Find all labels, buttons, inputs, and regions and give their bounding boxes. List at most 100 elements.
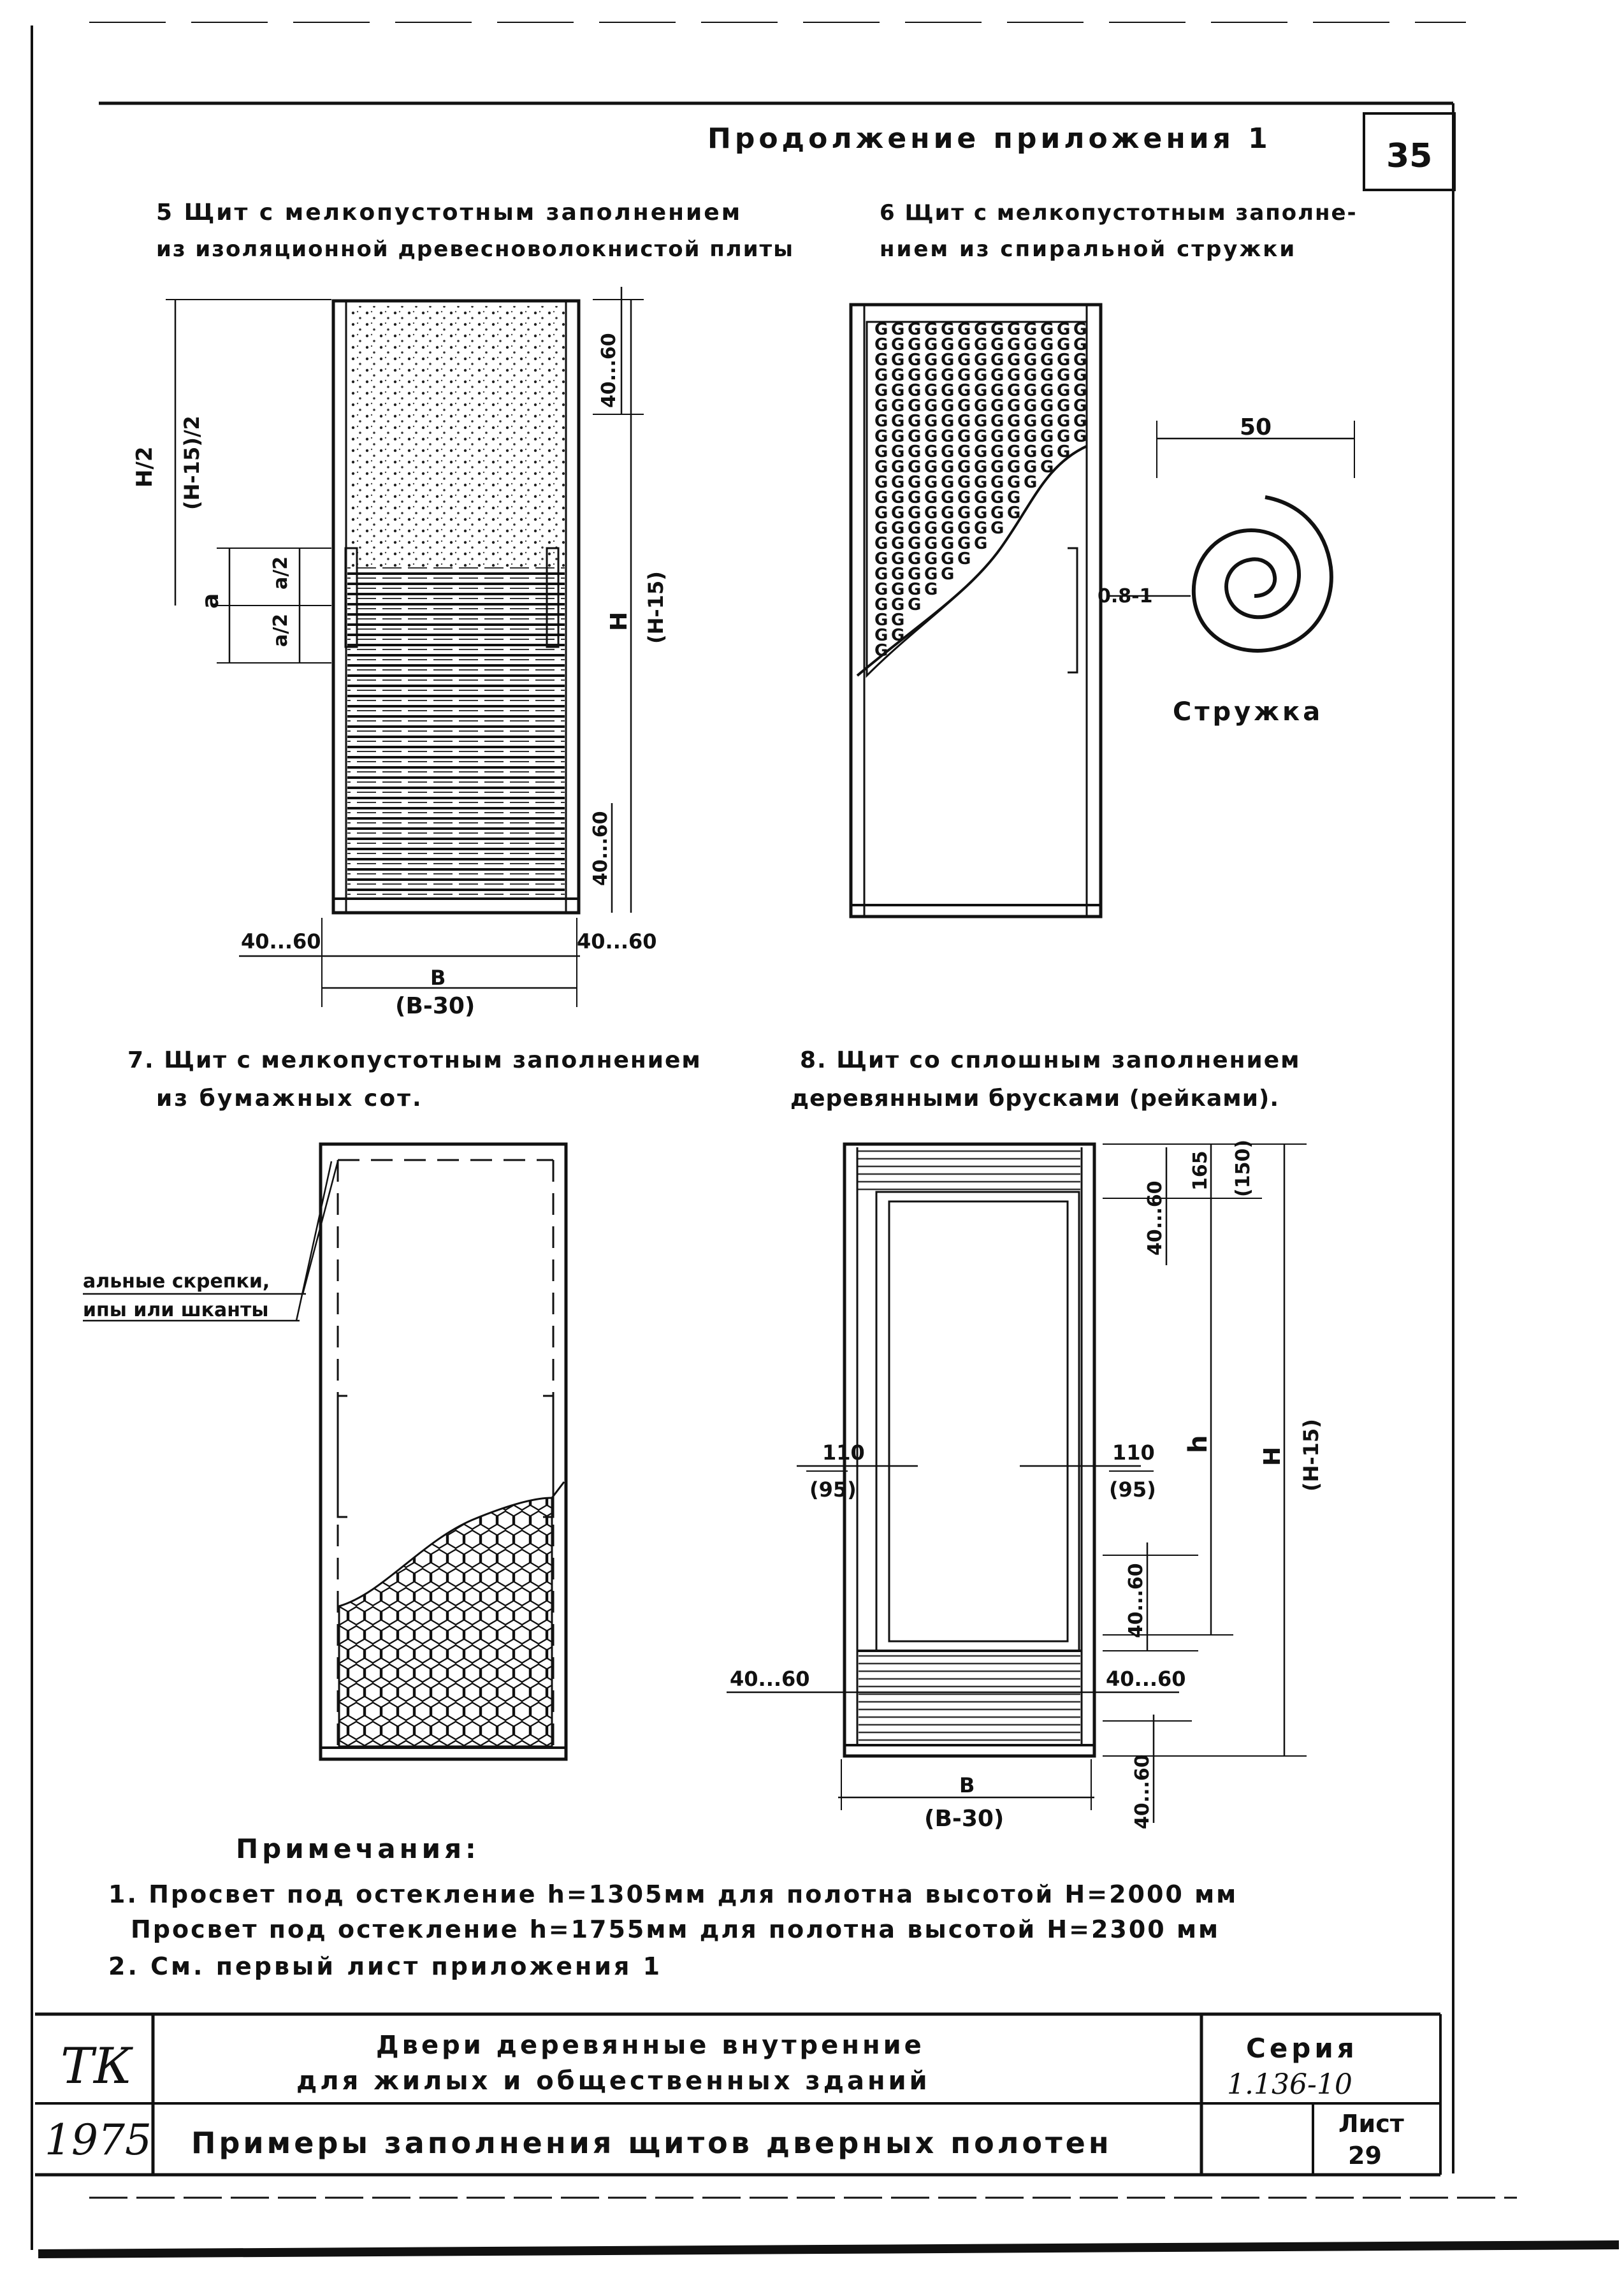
spiral-texture-glyph: G (874, 412, 888, 431)
spiral-texture-glyph: G (974, 351, 987, 370)
spiral-texture-glyph: G (874, 396, 888, 416)
spiral-texture-glyph: G (908, 488, 921, 507)
spiral-texture-glyph: G (990, 412, 1004, 431)
s6-shaving-thickness: 0.8-1 (1098, 585, 1152, 607)
spiral-texture-glyph: G (990, 458, 1004, 477)
spiral-texture-glyph: G (908, 442, 921, 461)
spiral-texture-glyph: G (1007, 412, 1020, 431)
page-number-box: 35 (1363, 112, 1456, 191)
spiral-texture-glyph: G (924, 366, 938, 385)
spiral-texture-glyph: G (908, 351, 921, 370)
spiral-texture-glyph: G (908, 381, 921, 400)
s5-fill-fibreboard (347, 306, 565, 567)
spiral-texture-glyph: G (874, 473, 888, 492)
spiral-texture-glyph: G (1024, 351, 1037, 370)
spiral-texture-glyph: G (924, 442, 938, 461)
spiral-texture-glyph: G (891, 458, 904, 477)
spiral-texture-glyph: G (891, 366, 904, 385)
title-line1: Двери деревянные внутренние (376, 2031, 925, 2060)
spiral-texture-glyph: G (891, 595, 904, 614)
spiral-texture-glyph: G (924, 519, 938, 538)
spiral-texture-glyph: G (1057, 335, 1070, 354)
spiral-texture-glyph: G (957, 534, 971, 553)
spiral-texture-glyph: G (874, 534, 888, 553)
title-line2: для жилых и общественных зданий (296, 2066, 931, 2096)
spiral-texture-glyph: G (974, 412, 987, 431)
s8-door-panel (843, 1142, 1096, 1758)
spiral-texture-glyph: G (908, 580, 921, 599)
spiral-texture-glyph: G (1040, 351, 1054, 370)
s5-dim-a-half-bottom: a/2 (270, 614, 292, 647)
spiral-texture-glyph: G (874, 427, 888, 446)
spiral-texture-glyph: G (1024, 473, 1037, 492)
spiral-texture-glyph: G (941, 519, 954, 538)
spiral-texture-glyph: G (908, 534, 921, 553)
s8-dim-height-alt: (H-15) (1299, 1419, 1323, 1491)
spiral-texture-glyph: G (974, 488, 987, 507)
spiral-texture-glyph: G (1057, 366, 1070, 385)
s5-half-h-alt: (H-15)/2 (180, 416, 204, 510)
note-1a: 1. Просвет под остекление h=1305мм для п… (108, 1880, 1238, 1908)
spiral-texture-glyph: G (990, 427, 1004, 446)
spiral-texture-glyph: G (974, 427, 987, 446)
s8-title-line2: деревянными брусками (рейками). (790, 1085, 1279, 1112)
s8-bottom-rails (859, 1651, 1080, 1743)
spiral-texture-glyph: G (974, 335, 987, 354)
spiral-texture-glyph: G (874, 641, 888, 660)
spiral-texture-glyph: G (924, 412, 938, 431)
spiral-texture-glyph: G (941, 504, 954, 523)
spiral-texture-glyph: G (908, 565, 921, 584)
s5-dim-bottom-fill: 40...60 (590, 811, 612, 886)
spiral-texture-glyph: G (891, 442, 904, 461)
spiral-texture-glyph: G (990, 335, 1004, 354)
s5-dimensions: H/2 (H-15)/2 a a/2 a/2 40...60 H (H-15) … (132, 287, 668, 1019)
spiral-texture-glyph: G (1007, 427, 1020, 446)
spiral-texture-glyph: G (1040, 442, 1054, 461)
spiral-texture-glyph: G (957, 366, 971, 385)
spiral-texture-glyph: G (908, 504, 921, 523)
spiral-texture-glyph: G (957, 549, 971, 569)
s8-dim-side-left-alt: (95) (809, 1477, 857, 1502)
spiral-texture-glyph: G (974, 519, 987, 538)
spiral-texture-glyph: G (874, 458, 888, 477)
s5-dim-width: B (430, 966, 446, 990)
spiral-texture-glyph: G (1073, 351, 1087, 370)
spiral-texture-glyph: G (891, 534, 904, 553)
s7-callout: альные скрепки, ипы или шканты (83, 1161, 339, 1322)
s8-dim-width: B (959, 1773, 975, 1797)
spiral-texture-glyph: G (891, 549, 904, 569)
spiral-texture-glyph: G (957, 427, 971, 446)
spiral-texture-glyph: G (874, 611, 888, 630)
spiral-texture-glyph: G (957, 396, 971, 416)
spiral-texture-glyph: G (874, 442, 888, 461)
spiral-texture-glyph: G (874, 626, 888, 645)
spiral-texture-glyph: G (1057, 381, 1070, 400)
s8-dim-left-edge: 40...60 (730, 1667, 810, 1691)
spiral-texture-glyph: G (941, 427, 954, 446)
subtitle: Примеры заполнения щитов дверных полотен (191, 2126, 1112, 2160)
s7-door-panel (319, 1142, 568, 1761)
spiral-texture-glyph: G (1040, 427, 1054, 446)
note-1b: Просвет под остекление h=1755мм для поло… (131, 1915, 1220, 1943)
spiral-texture-glyph: G (891, 320, 904, 339)
spiral-texture-glyph: G (941, 549, 954, 569)
spiral-texture-glyph: G (891, 488, 904, 507)
s8-dim-side-right-alt: (95) (1109, 1477, 1156, 1502)
spiral-texture-glyph: G (1007, 396, 1020, 416)
spiral-texture-glyph: G (990, 488, 1004, 507)
spiral-texture-glyph: G (924, 351, 938, 370)
spiral-texture-glyph: G (990, 504, 1004, 523)
spiral-texture-glyph: G (874, 366, 888, 385)
spiral-texture-glyph: G (974, 396, 987, 416)
spiral-texture-glyph: G (1024, 442, 1037, 461)
title-block: ТК 1975 Двери деревянные внутренние для … (35, 2012, 1442, 2177)
spiral-texture-glyph: G (908, 366, 921, 385)
spiral-texture-glyph: G (941, 565, 954, 584)
spiral-texture-glyph: G (990, 320, 1004, 339)
spiral-texture-glyph: G (1040, 320, 1054, 339)
spiral-texture-glyph: G (1073, 427, 1087, 446)
spiral-texture-glyph: G (874, 595, 888, 614)
spiral-texture-glyph: G (974, 473, 987, 492)
